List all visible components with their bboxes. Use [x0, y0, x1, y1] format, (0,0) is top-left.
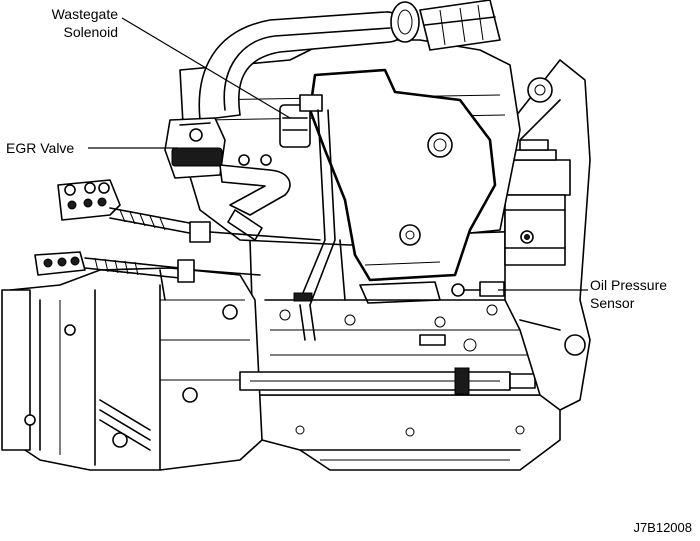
intake-pipe [198, 1, 420, 121]
wastegate-solenoid [279, 94, 323, 148]
transmission-housing [1, 267, 263, 471]
oil-pressure-sensor [451, 281, 505, 297]
wastegate-hoses [293, 109, 346, 341]
oil-pressure-sensor-label: Oil Pressure Sensor [590, 276, 667, 312]
figure-code: J7B12008 [633, 520, 692, 535]
wastegate-solenoid-label-line2: Solenoid [63, 24, 119, 40]
wastegate-solenoid-label: Wastegate Solenoid [44, 5, 118, 41]
egr-valve [164, 117, 226, 179]
egr-pipe [219, 154, 291, 241]
egr-valve-label: EGR Valve [6, 140, 75, 156]
wastegate-solenoid-label-line1: Wastegate [51, 6, 118, 22]
crankshaft [239, 367, 536, 395]
oil-pan [254, 394, 561, 471]
sensor-harness [34, 251, 261, 301]
turbo-heat-shield [308, 68, 497, 304]
oil-filler-cap [419, 0, 501, 51]
oil-pressure-sensor-label-line1: Oil Pressure [590, 277, 668, 293]
wastegate-leader [121, 17, 291, 119]
oil-pressure-sensor-label-line2: Sensor [590, 295, 635, 311]
fuel-lines [57, 179, 321, 243]
